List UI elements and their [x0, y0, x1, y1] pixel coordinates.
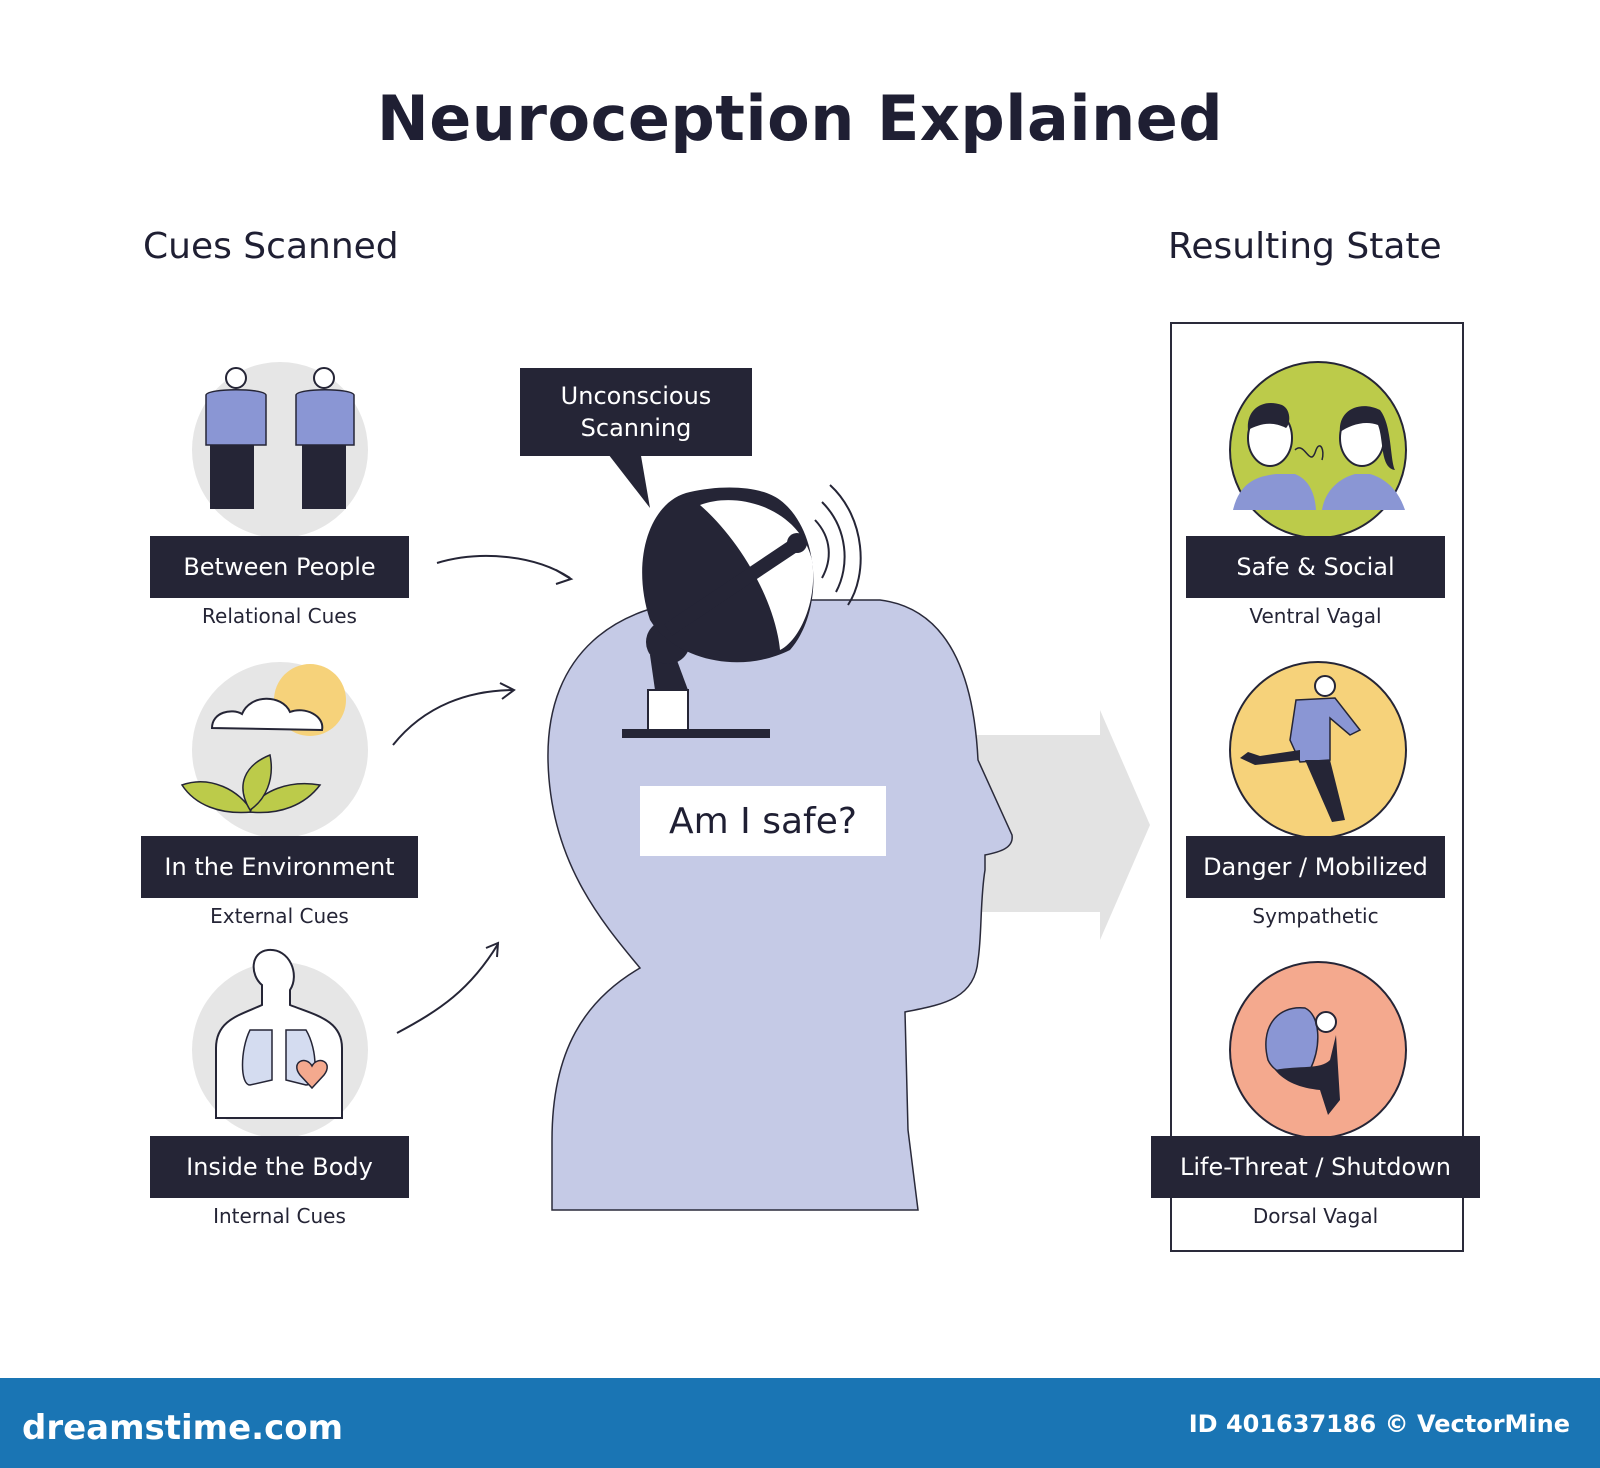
cue-label-body: Inside the Body — [150, 1136, 409, 1198]
result-arrow — [955, 710, 1150, 940]
page-title: Neuroception Explained — [376, 82, 1224, 155]
state-sub-ventral: Ventral Vagal — [1249, 604, 1382, 628]
state-label-shutdown: Life-Threat / Shutdown — [1151, 1136, 1480, 1198]
safety-question: Am I safe? — [640, 786, 886, 856]
bubble-tail — [605, 450, 650, 508]
nature-icon — [180, 662, 368, 838]
bubble-line-2: Scanning — [580, 414, 692, 442]
scanning-bubble: Unconscious Scanning — [520, 368, 752, 456]
mobilized-icon — [1229, 661, 1407, 839]
states-heading: Resulting State — [1168, 226, 1442, 267]
state-label-safe: Safe & Social — [1186, 536, 1445, 598]
state-label-danger: Danger / Mobilized — [1186, 836, 1445, 898]
cue-label-between-people: Between People — [150, 536, 409, 598]
people-icon — [192, 362, 368, 538]
state-sub-sympathetic: Sympathetic — [1252, 904, 1379, 928]
satellite-dish-icon — [622, 484, 862, 738]
cue-sub-relational: Relational Cues — [202, 604, 357, 628]
shutdown-icon — [1229, 961, 1407, 1139]
footer-site: dreamstime.com — [22, 1408, 344, 1448]
cue-arrows — [392, 555, 574, 1034]
footer-credit: ID 401637186 © VectorMine — [1188, 1410, 1570, 1438]
state-sub-dorsal: Dorsal Vagal — [1252, 1204, 1379, 1228]
footer-bar — [0, 1378, 1600, 1468]
cue-label-environment: In the Environment — [141, 836, 418, 898]
cue-sub-internal: Internal Cues — [213, 1204, 346, 1228]
head-silhouette — [547, 599, 1013, 1211]
safe-social-icon — [1229, 361, 1407, 539]
body-icon — [192, 948, 368, 1138]
cue-sub-external: External Cues — [210, 904, 349, 928]
bubble-line-1: Unconscious — [560, 382, 712, 410]
cues-heading: Cues Scanned — [143, 226, 399, 267]
states-frame — [1170, 322, 1464, 1252]
